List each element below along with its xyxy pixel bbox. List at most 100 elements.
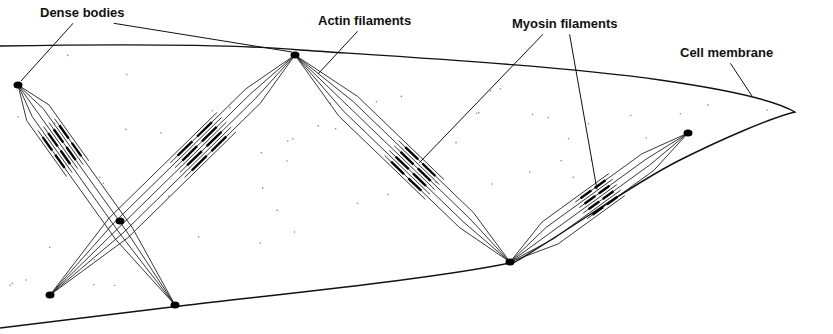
leader-line (570, 34, 597, 189)
actin-filament (50, 132, 236, 295)
cytoplasm-dot (292, 138, 294, 140)
actin-filament (50, 122, 226, 295)
cytoplasm-dot (588, 123, 590, 125)
myosin-filament (72, 143, 81, 156)
dense-body (171, 301, 180, 308)
cytoplasm-dot (455, 142, 457, 144)
cytoplasm-dot (568, 138, 570, 140)
cytoplasm-dot (125, 129, 127, 131)
structure-label: Cell membrane (680, 46, 773, 60)
myosin-filament (55, 155, 64, 168)
cytoplasm-dot (478, 112, 480, 114)
myosin-filament (192, 156, 207, 170)
leader-line (318, 31, 358, 74)
cytoplasm-dot (94, 259, 96, 261)
myosin-filament (61, 151, 70, 164)
cytoplasm-dot (707, 104, 709, 106)
cytoplasm-dot (103, 182, 105, 184)
myosin-filament (607, 197, 618, 205)
myosin-filament (603, 191, 614, 199)
structure-label: Myosin filaments (512, 17, 617, 31)
actin-filament (38, 131, 175, 305)
cytoplasm-dot (160, 132, 162, 134)
dense-body (116, 217, 125, 224)
cytoplasm-dot (126, 74, 128, 76)
myosin-filament (211, 137, 226, 151)
dense-body (46, 291, 55, 298)
actin-filament (510, 190, 621, 262)
cytoplasm-dot (49, 247, 51, 249)
myosin-filament (59, 125, 68, 138)
filament-bundle (510, 133, 688, 262)
myosin-filament (581, 191, 592, 199)
actin-filament (510, 185, 617, 262)
actin-filament (50, 117, 222, 295)
actin-filament (295, 55, 425, 199)
cytoplasm-dot (99, 177, 101, 179)
cytoplasm-dot (766, 109, 768, 111)
actin-filament (385, 155, 510, 262)
cell-membrane-outline (0, 45, 795, 328)
structure-label: Dense bodies (40, 6, 125, 20)
leader-line (114, 23, 292, 52)
leader-lines (21, 23, 752, 189)
cytoplasm-dot (376, 101, 378, 103)
cytoplasm-dot (476, 113, 478, 115)
actin-filament (394, 146, 510, 262)
actin-filament (50, 127, 231, 295)
myosin-filament (43, 137, 52, 150)
cytoplasm-dot (286, 160, 288, 162)
myosin-filament (54, 129, 63, 142)
cytoplasm-dot (630, 115, 632, 117)
cytoplasm-dot (572, 177, 574, 179)
leader-line (419, 34, 543, 163)
actin-filament (579, 133, 688, 208)
myosin-filament (585, 196, 596, 204)
actin-filament (389, 151, 510, 262)
cytoplasm-dot (93, 284, 95, 286)
cytoplasm-dot (645, 137, 647, 139)
filament-bundle (295, 55, 510, 262)
actin-filament (587, 133, 688, 219)
actin-filament (185, 55, 295, 177)
cytoplasm-dot (287, 140, 289, 142)
actin-filament (510, 196, 625, 262)
cytoplasm-dot (259, 242, 261, 244)
cytoplasm-dot (262, 187, 264, 189)
cytoplasm-dot (532, 114, 534, 116)
structure-label: Actin filaments (318, 14, 411, 28)
leader-line (730, 63, 752, 96)
cytoplasm-dot (11, 282, 13, 284)
cytoplasm-dot (9, 284, 11, 286)
actin-filament (295, 55, 435, 190)
cytoplasm-dot (500, 88, 502, 90)
actin-filament (180, 55, 295, 173)
cytoplasm-dot (529, 171, 531, 173)
filament-bundles (18, 55, 688, 305)
actin-filament (175, 55, 295, 168)
cytoplasm-dot (560, 160, 562, 162)
myosin-filament (391, 162, 404, 174)
actin-filament (510, 179, 613, 262)
actin-filament (295, 55, 439, 185)
cytoplasm-dot (212, 110, 214, 112)
actin-filament (295, 55, 430, 194)
cytoplasm-dot (680, 113, 682, 115)
cytoplasm-dot (491, 183, 493, 185)
cytoplasm-dot (357, 202, 359, 204)
cytoplasm-dots (9, 55, 768, 287)
leader-line (21, 23, 73, 81)
actin-filament (583, 133, 688, 213)
cytoplasm-dot (400, 96, 402, 98)
cytoplasm-dot (335, 128, 337, 130)
dense-bodies (14, 51, 693, 308)
myosin-filament (66, 147, 75, 160)
cytoplasm-dot (114, 285, 116, 287)
cytoplasm-dot (317, 125, 319, 127)
cytoplasm-dot (229, 107, 231, 109)
myosin-filament (593, 207, 604, 215)
cytoplasm-dot (387, 194, 389, 196)
cytoplasm-dot (547, 117, 549, 119)
myosin-filament (408, 178, 421, 190)
